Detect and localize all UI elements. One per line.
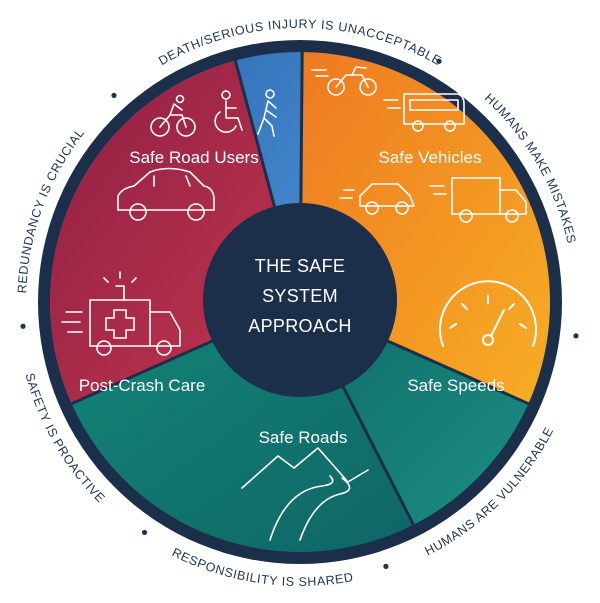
ring-separator-dot <box>111 92 117 99</box>
small-car-icon <box>339 183 415 215</box>
center-line-3: APPROACH <box>248 316 351 336</box>
motorcycle-icon <box>311 66 377 96</box>
center-disk <box>203 203 397 397</box>
ring-separator-dot <box>141 529 148 536</box>
speedometer-icon <box>439 280 537 347</box>
ring-dots <box>20 58 579 569</box>
pedestrian-icon <box>257 89 277 137</box>
ring-separator-dot <box>383 563 389 569</box>
ambulance-icon <box>61 271 181 356</box>
truck-icon <box>429 177 527 223</box>
wheelchair-user-icon <box>214 90 243 133</box>
ring-separator-dot <box>20 323 26 329</box>
center-line-2: SYSTEM <box>262 286 338 306</box>
label-safe-roads: Safe Roads <box>259 428 348 447</box>
cyclist-icon <box>150 94 196 137</box>
label-safe-vehicles: Safe Vehicles <box>378 148 481 167</box>
car-driver-icon <box>117 167 215 221</box>
ring-separator-dot <box>573 333 579 339</box>
bus-icon <box>383 93 465 132</box>
ring-separator-dot <box>436 58 442 64</box>
label-post-crash-care: Post-Crash Care <box>79 376 206 395</box>
label-safe-road-users: Safe Road Users <box>129 148 258 167</box>
center-line-1: THE SAFE <box>255 256 345 276</box>
label-safe-speeds: Safe Speeds <box>407 376 504 395</box>
mountain-road-icon <box>241 447 369 541</box>
